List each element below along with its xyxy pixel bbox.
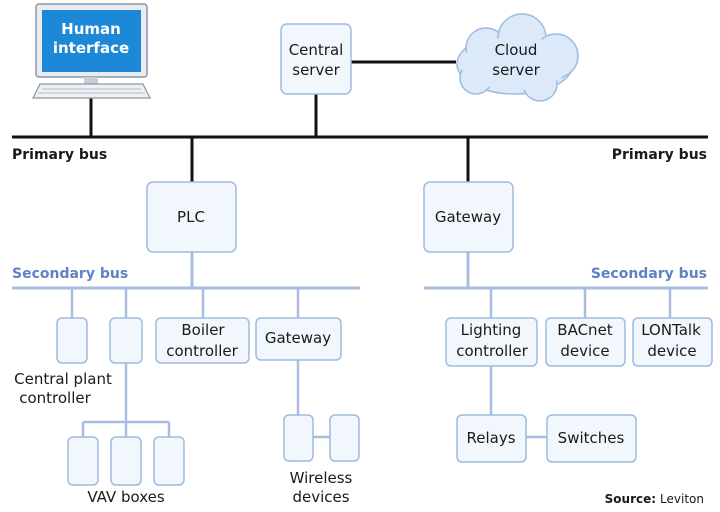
boiler-controller-label-2: controller <box>166 342 238 360</box>
wireless-device-box <box>283 414 314 462</box>
gateway-secondary-label: Gateway <box>265 329 331 347</box>
relays-node: Relays <box>456 414 527 463</box>
human-interface-node: Human interface <box>32 3 151 99</box>
lighting-controller-box <box>445 317 538 367</box>
vav-box <box>67 436 99 486</box>
gateway-main-node: Gateway <box>423 181 514 253</box>
monitor-screen <box>42 10 141 72</box>
vav-box <box>110 436 142 486</box>
cloud-server-label-1: Cloud <box>495 41 538 59</box>
source-value: Leviton <box>660 492 704 506</box>
bacnet-device-label-1: BACnet <box>557 321 612 339</box>
secondary-bus-label-right: Secondary bus <box>591 266 707 282</box>
gateway-secondary-node: Gateway <box>255 317 342 361</box>
primary-bus-lines <box>12 60 708 182</box>
wireless-device-box <box>329 414 360 462</box>
plc-node: PLC <box>146 181 237 253</box>
source-credit: Source: Leviton <box>605 492 704 506</box>
central-plant-controller-label-1: Central plant <box>14 370 112 388</box>
vav-boxes-label: VAV boxes <box>87 488 165 506</box>
relays-box <box>456 414 527 463</box>
wireless-devices-label-2: devices <box>292 488 349 506</box>
vav-boxes-node: VAV boxes <box>67 436 185 506</box>
central-server-label-1: Central <box>289 41 344 59</box>
bacnet-device-label-2: device <box>560 342 609 360</box>
wireless-devices-node: Wireless devices <box>283 414 360 506</box>
central-server-box <box>280 23 352 95</box>
lighting-controller-label-2: controller <box>456 342 528 360</box>
secondary-bus-right-lines <box>424 252 708 439</box>
human-interface-label-2: interface <box>53 39 129 57</box>
lontalk-device-node: LONTalk device <box>632 317 713 367</box>
primary-bus-label-left: Primary bus <box>12 147 107 163</box>
monitor-stand <box>84 77 98 84</box>
lighting-controller-node: Lighting controller <box>445 317 538 367</box>
lontalk-device-label-1: LONTalk <box>641 321 701 339</box>
cloud-server-label-2: server <box>492 61 540 79</box>
vav-box <box>153 436 185 486</box>
secondary-bus-left-lines <box>12 252 360 439</box>
human-interface-label-1: Human <box>61 20 121 38</box>
lighting-controller-label-1: Lighting <box>461 321 522 339</box>
bacnet-device-box <box>545 317 626 367</box>
primary-bus-label-right: Primary bus <box>612 147 707 163</box>
gateway-main-label: Gateway <box>435 208 501 226</box>
gateway-secondary-box <box>255 317 342 361</box>
bacnet-device-node: BACnet device <box>545 317 626 367</box>
central-plant-controller-label-2: controller <box>19 389 91 407</box>
gateway-main-box <box>423 181 514 253</box>
central-plant-controller-box <box>56 317 88 364</box>
central-server-node: Central server <box>280 23 352 95</box>
central-server-label-2: server <box>292 61 340 79</box>
relays-label: Relays <box>466 429 515 447</box>
cloud-server-node: Cloud server <box>456 13 579 102</box>
switches-label: Switches <box>558 429 625 447</box>
keyboard-icon <box>32 83 151 99</box>
boiler-controller-label-1: Boiler <box>181 321 225 339</box>
boiler-controller-box <box>155 317 250 364</box>
plc-box <box>146 181 237 253</box>
switches-node: Switches <box>546 414 637 463</box>
wireless-devices-label-1: Wireless <box>290 469 353 487</box>
cloud-icon <box>456 13 579 102</box>
plc-label: PLC <box>177 208 205 226</box>
lontalk-device-box <box>632 317 713 367</box>
lontalk-device-label-2: device <box>647 342 696 360</box>
switches-box <box>546 414 637 463</box>
secondary-bus-label-left: Secondary bus <box>12 266 128 282</box>
central-plant-controller-node: Central plant controller <box>14 317 112 407</box>
vav-controller-box <box>109 317 143 364</box>
source-label: Source: <box>605 492 656 506</box>
boiler-controller-node: Boiler controller <box>155 317 250 364</box>
